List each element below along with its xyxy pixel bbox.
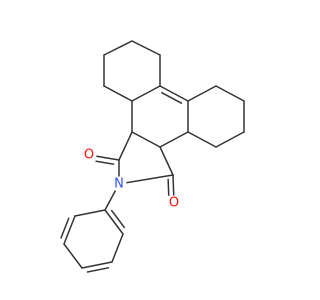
double-bond-p4-p5 — [86, 267, 110, 273]
nitrogen-atom: N — [114, 177, 124, 192]
oxygen-atom-right: O — [169, 196, 179, 211]
double-bond-l4-c1 — [161, 91, 183, 104]
bond-c2-c3 — [159, 131, 189, 148]
bond-l4-c1 — [159, 85, 189, 102]
bond-p6-p1 — [104, 209, 124, 235]
bond-a2-o2 — [172, 174, 175, 197]
double-bond-p2-p3 — [60, 217, 70, 239]
bond-l1-l2 — [103, 40, 133, 56]
molecule-drawing: O O N — [60, 40, 245, 273]
bond-p2-p3 — [63, 215, 76, 245]
bond-l2-l3 — [131, 40, 161, 56]
bond-r1-r2 — [215, 85, 245, 102]
bond-layer — [60, 40, 245, 273]
bond-a2-c3 — [159, 146, 174, 176]
bond-r3-r4 — [215, 131, 245, 148]
structure-diagram: O O N — [60, 40, 245, 273]
bond-c4-a1 — [118, 131, 133, 161]
bond-p5-p6 — [111, 233, 124, 263]
bond-p1-p2 — [74, 209, 106, 217]
bond-r4-c2 — [187, 131, 217, 148]
bond-l4-l5 — [131, 85, 161, 102]
oxygen-left-bg — [81, 147, 97, 163]
bond-n-p1 — [104, 189, 117, 211]
bond-c1-r1 — [187, 85, 217, 102]
oxygen-right-bg — [166, 195, 182, 211]
bond-p3-p4 — [63, 243, 83, 269]
double-bond-a1-o1 — [95, 160, 115, 165]
bond-n-a2 — [125, 174, 174, 184]
nitrogen-bg — [111, 176, 127, 192]
bond-p4-p5 — [81, 261, 113, 269]
double-bond-a2-o2 — [167, 178, 170, 196]
bond-a1-o1 — [95, 155, 120, 161]
bond-c3-c4 — [131, 131, 161, 148]
bond-l5-l6 — [103, 85, 133, 102]
double-bond-p6-p1 — [110, 209, 126, 229]
oxygen-atom-left: O — [84, 148, 94, 163]
